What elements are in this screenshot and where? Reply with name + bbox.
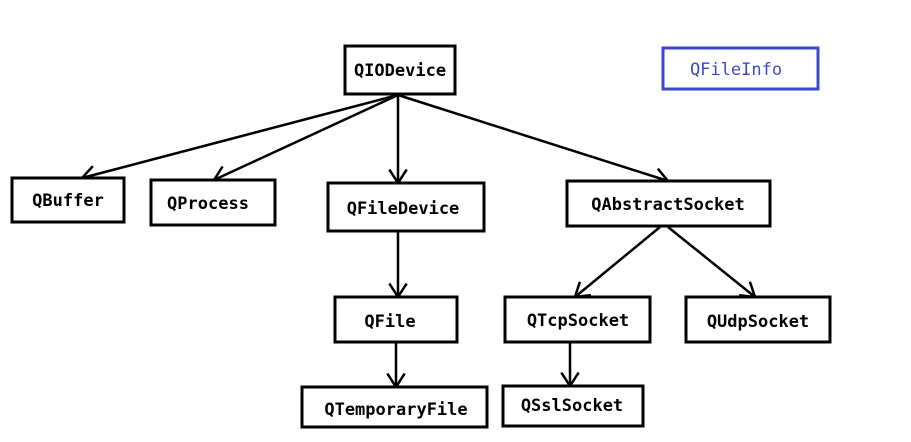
node-qfiledevice: QFileDevice (326, 181, 486, 233)
node-label-qudpsocket: QUdpSocket (707, 312, 809, 332)
node-qtcpsocket: QTcpSocket (503, 295, 652, 344)
edge-qabstractsocket-to-qudpsocket (667, 226, 757, 299)
edge-qiodevice-to-qbuffer (79, 93, 399, 185)
edge-qtcpsocket-to-qsslsocket (560, 342, 580, 389)
node-qsslsocket: QSslSocket (501, 384, 645, 428)
node-qtemporaryfile: QTemporaryFile (300, 385, 489, 429)
node-label-qfiledevice: QFileDevice (347, 199, 460, 219)
node-label-qfile: QFile (364, 312, 415, 332)
edge-qabstractsocket-to-qtcpsocket (573, 226, 661, 299)
node-qabstractsocket: QAbstractSocket (565, 179, 772, 228)
node-qfile: QFile (333, 295, 459, 344)
node-qprocess: QProcess (149, 178, 277, 227)
node-label-qprocess: QProcess (167, 194, 249, 214)
node-label-qabstractsocket: QAbstractSocket (591, 195, 745, 215)
node-label-qiodevice: QIODevice (354, 61, 446, 81)
node-label-qfileinfo: QFileInfo (690, 60, 782, 80)
node-qiodevice: QIODevice (343, 44, 457, 96)
node-qudpsocket: QUdpSocket (684, 295, 832, 344)
edge-line (213, 93, 399, 182)
edge-qiodevice-to-qprocess (211, 93, 399, 184)
node-label-qbuffer: QBuffer (32, 191, 104, 211)
node-label-qtemporaryfile: QTemporaryFile (324, 400, 467, 420)
edge-line (574, 226, 661, 298)
edge-line (397, 93, 669, 183)
edge-qiodevice-to-qabstractsocket (397, 93, 671, 187)
node-label-qsslsocket: QSslSocket (521, 396, 623, 416)
edge-line (667, 226, 756, 298)
edge-qfile-to-qtemporaryfile (386, 342, 406, 390)
edge-line (81, 93, 399, 180)
node-qbuffer: QBuffer (10, 176, 126, 224)
edge-qiodevice-to-qfiledevice (388, 95, 408, 186)
node-label-qtcpsocket: QTcpSocket (527, 311, 629, 331)
node-qfileinfo: QFileInfo (661, 46, 820, 91)
edge-qfiledevice-to-qfile (388, 231, 408, 300)
